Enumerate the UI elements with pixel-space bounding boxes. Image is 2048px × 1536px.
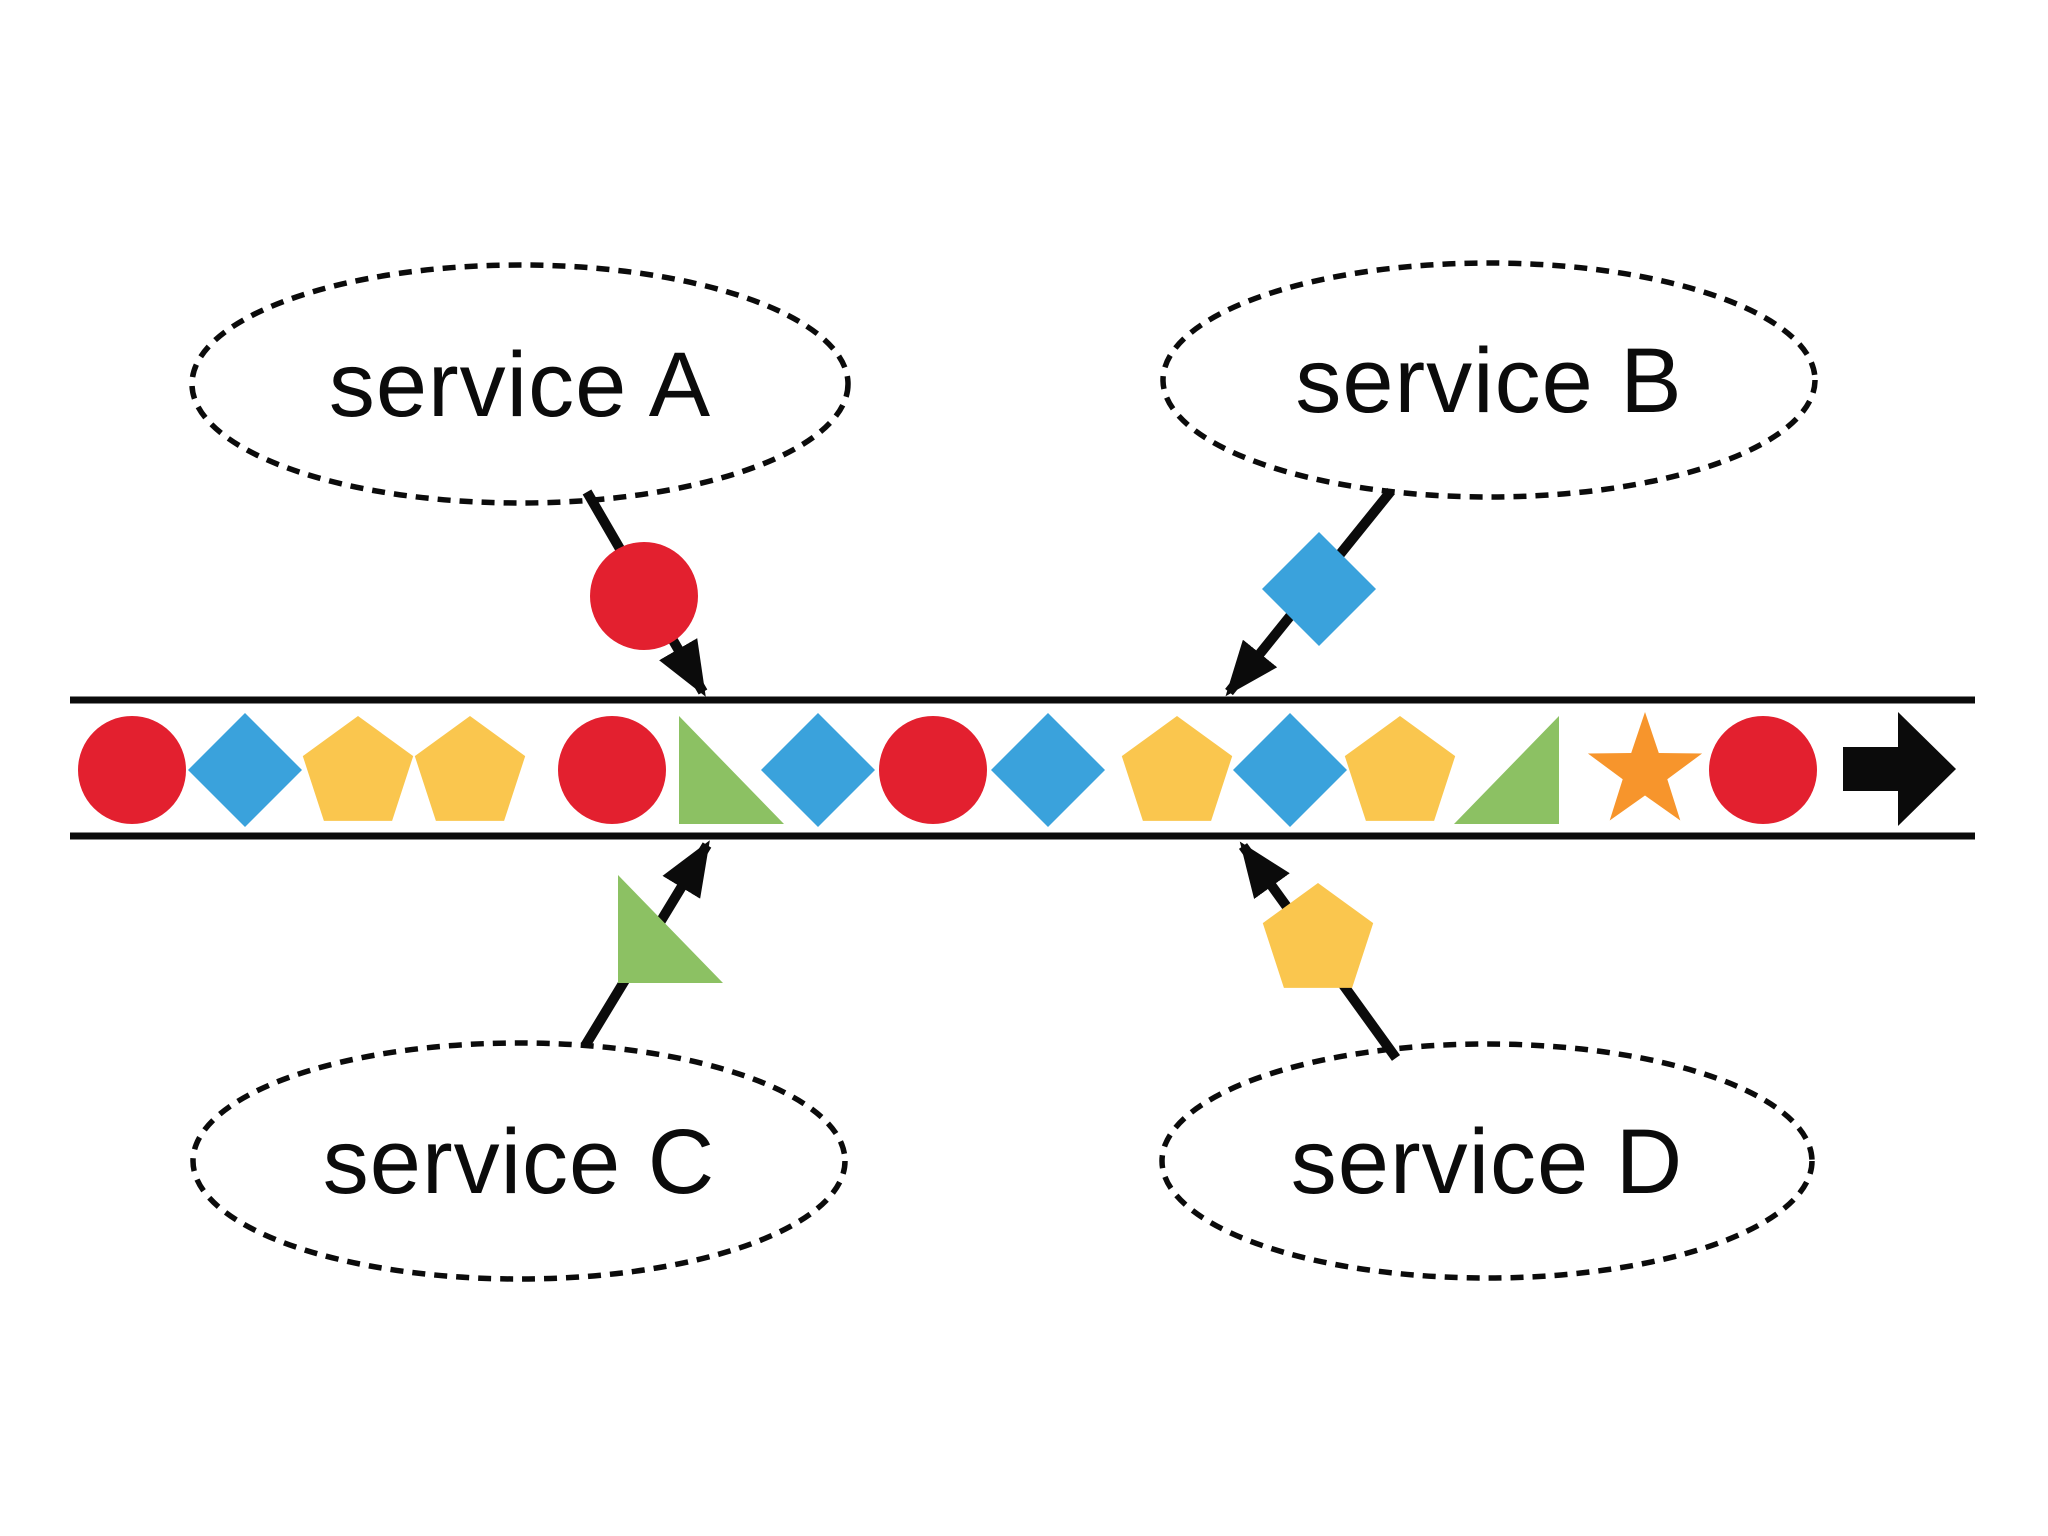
stream [70,696,1975,840]
service-a-ellipse [189,262,851,506]
service-nodes: service A service B service C service D [189,260,1818,1282]
service-d-event-token-pentagon [1262,883,1374,988]
service-node-a: service A [189,262,851,506]
stream-direction-arrow [1843,712,1956,826]
stream-event-red-circle [1709,716,1817,824]
stream-event-yellow-pentagon [302,716,414,821]
service-b-label: service B [1295,330,1682,432]
service-c-label: service C [323,1111,715,1213]
service-node-d: service D [1159,1041,1815,1281]
service-event-tokens [590,532,1376,988]
service-node-b: service B [1160,260,1818,500]
direction-arrow-head-icon [1898,712,1956,826]
stream-event-yellow-pentagon [1121,716,1233,821]
service-d-ellipse [1159,1041,1815,1281]
stream-event-green-triangle-left [679,716,784,824]
service-c-ellipse [190,1040,848,1282]
stream-event-green-triangle-right [1454,716,1559,824]
service-node-c: service C [190,1040,848,1282]
service-d-label: service D [1291,1111,1683,1213]
stream-event-blue-diamond [1233,713,1347,827]
stream-event-red-circle [558,716,666,824]
stream-event-yellow-pentagon [1344,716,1456,821]
stream-event-red-circle [78,716,186,824]
service-c-event-token-triangle-left [618,875,723,983]
stream-event-shapes [78,712,1817,827]
stream-event-blue-diamond [761,713,875,827]
direction-arrow-shaft [1843,747,1900,791]
stream-event-orange-star [1587,712,1703,821]
stream-event-red-circle [879,716,987,824]
service-b-event-token-diamond [1262,532,1376,646]
service-b-ellipse [1160,260,1818,500]
service-a-label: service A [329,334,711,436]
stream-event-yellow-pentagon [414,716,526,821]
stream-event-blue-diamond [991,713,1105,827]
stream-event-blue-diamond [188,713,302,827]
service-a-event-token-circle [590,542,698,650]
